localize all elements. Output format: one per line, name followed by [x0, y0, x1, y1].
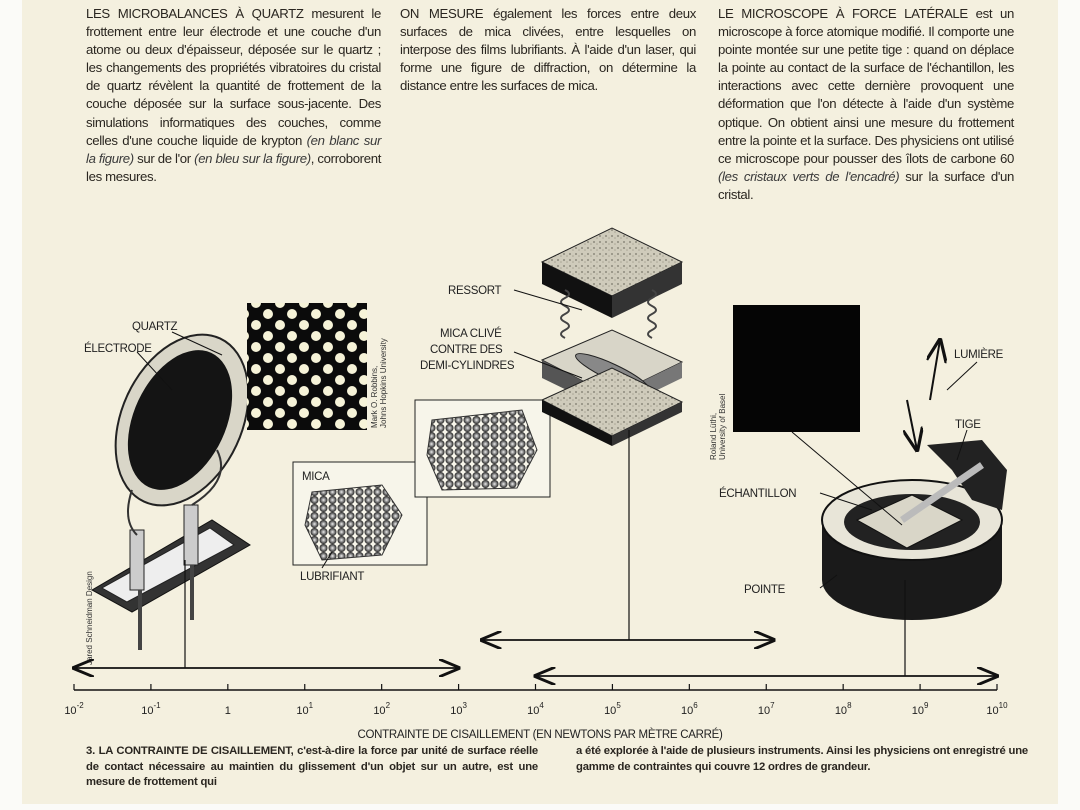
label-lumiere: LUMIÈRE: [954, 348, 1004, 361]
label-tige: TIGE: [955, 419, 981, 431]
credit-luthi: Roland Lüthi,: [709, 413, 718, 460]
surface-force-apparatus-illustration: RESSORT MICA CLIVÉ CONTRE DES DEMI-CYLIN…: [420, 227, 684, 640]
column-text: est un microscope à force atomique modif…: [718, 6, 1014, 166]
scale-tick-label: 10-1: [141, 701, 161, 717]
scale-tick-label: 105: [604, 701, 621, 717]
column-text: également les forces entre deux surfaces…: [400, 6, 696, 94]
scale-tick-label: 1010: [986, 701, 1008, 717]
credit-design: Jared Schneidman Design: [85, 571, 94, 665]
instrument-diagram: QUARTZ ÉLECTRODE Jared Schneidman Design…: [64, 227, 1008, 717]
axis-title: CONTRAINTE DE CISAILLEMENT (EN NEWTONS P…: [357, 729, 723, 741]
scale-tick-label: 104: [527, 701, 544, 717]
column-text: sur de l'or: [133, 150, 195, 166]
column-text: mesurent le frottement entre leur électr…: [86, 6, 381, 148]
column-lead: LES MICROBALANCES À QUARTZ: [86, 6, 304, 21]
text-column-quartz: LES MICROBALANCES À QUARTZ mesurent le f…: [86, 5, 381, 186]
column-text: , corroborent les mesures.: [86, 150, 382, 184]
text-column-mica: ON MESURE également les forces entre deu…: [400, 5, 696, 95]
scale-tick-label: 106: [681, 701, 698, 717]
label-mica-clive: DEMI-CYLINDRES: [420, 360, 515, 372]
label-echantillon: ÉCHANTILLON: [719, 487, 796, 500]
label-lubrifiant: LUBRIFIANT: [300, 571, 364, 583]
label-pointe: POINTE: [744, 584, 786, 596]
quartz-microbalance-illustration: QUARTZ ÉLECTRODE Jared Schneidman Design: [84, 321, 251, 668]
text-column-microscope: LE MICROSCOPE À FORCE LATÉRALE est un mi…: [718, 5, 1014, 204]
label-electrode: ÉLECTRODE: [84, 342, 152, 355]
column-italic: (en blanc sur la figure): [86, 132, 381, 166]
caption-part2: a été explorée à l'aide de plusieurs ins…: [576, 745, 1028, 773]
label-quartz: QUARTZ: [132, 321, 178, 333]
label-mica-clive: MICA CLIVÉ: [440, 327, 502, 340]
credit-luthi-university: University of Basel: [718, 394, 727, 460]
caption-part1: 3. LA CONTRAINTE DE CISAILLEMENT, c'est-…: [86, 745, 538, 788]
credit-robbins-university: Johns Hopkins University: [379, 338, 388, 428]
scale-tick-label: 107: [758, 701, 775, 717]
scale-tick-label: 108: [835, 701, 852, 717]
scale-tick-label: 10-2: [64, 701, 84, 717]
column-italic: (en bleu sur la figure): [194, 150, 311, 166]
krypton-atoms: [247, 303, 367, 430]
shear-stress-scale: 10-2 10-1 1 101 102 103 104 105 106 107 108 109 1010: [64, 640, 1008, 717]
mica-spheres: [426, 409, 538, 491]
carbon60-image: [733, 305, 860, 432]
column-lead: ON MESURE: [400, 6, 484, 21]
scale-tick-label: 101: [296, 701, 313, 717]
label-mica: MICA: [302, 471, 330, 483]
column-text: sur la surface d'un cristal.: [718, 168, 1014, 202]
mica-lubricant-inset: MICA LUBRIFIANT: [292, 461, 428, 583]
label-ressort: RESSORT: [448, 285, 502, 297]
scale-tick-label: 1: [225, 705, 231, 717]
scale-tick-label: 103: [450, 701, 467, 717]
scale-tick-label: 102: [373, 701, 390, 717]
scale-tick-label: 109: [912, 701, 929, 717]
magazine-page: LES MICROBALANCES À QUARTZ mesurent le f…: [22, 0, 1058, 804]
column-italic: (les cristaux verts de l'encadré): [718, 168, 900, 184]
credit-robbins: Mark O. Robbins,: [370, 366, 379, 428]
column-lead: LE MICROSCOPE À FORCE LATÉRALE: [718, 6, 968, 21]
lateral-force-microscope-illustration: LUMIÈRE TIGE ÉCHANTILLON POINTE: [719, 340, 1007, 676]
label-mica-clive: CONTRE DES: [430, 344, 503, 356]
